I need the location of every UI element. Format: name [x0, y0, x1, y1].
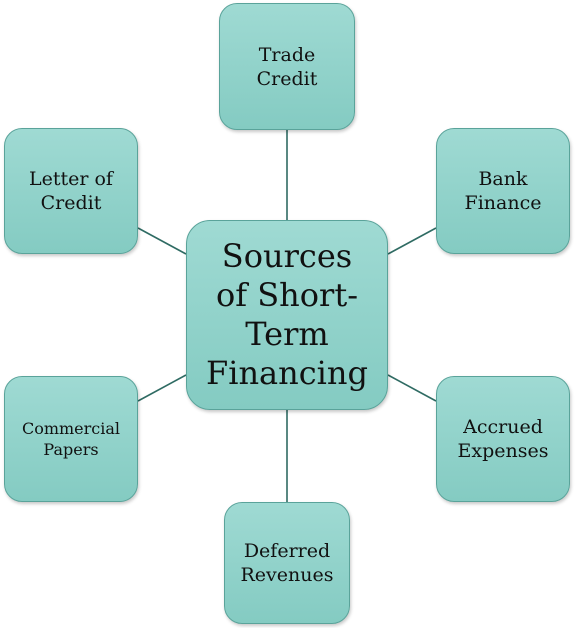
node-commercial-papers-label: Commercial Papers — [21, 419, 121, 459]
node-deferred-revenues: Deferred Revenues — [224, 502, 350, 624]
node-accrued-expenses: Accrued Expenses — [436, 376, 570, 502]
node-letter-of-credit-label: Letter of Credit — [29, 168, 113, 214]
node-trade-credit-label: Trade Credit — [256, 43, 318, 90]
node-bank-finance-label: Bank Finance — [464, 168, 542, 214]
node-trade-credit: Trade Credit — [219, 3, 355, 130]
node-bank-finance: Bank Finance — [436, 128, 570, 254]
connector-accrued-expenses — [387, 374, 437, 402]
connector-bank-finance — [387, 227, 437, 255]
node-letter-of-credit: Letter of Credit — [4, 128, 138, 254]
node-commercial-papers: Commercial Papers — [4, 376, 138, 502]
center-node: Sources of Short- Term Financing — [186, 220, 388, 410]
center-node-label: Sources of Short- Term Financing — [206, 237, 368, 392]
connector-letter-of-credit — [137, 227, 187, 255]
connector-commercial-papers — [137, 374, 187, 402]
node-deferred-revenues-label: Deferred Revenues — [240, 540, 334, 586]
node-accrued-expenses-label: Accrued Expenses — [457, 416, 549, 462]
